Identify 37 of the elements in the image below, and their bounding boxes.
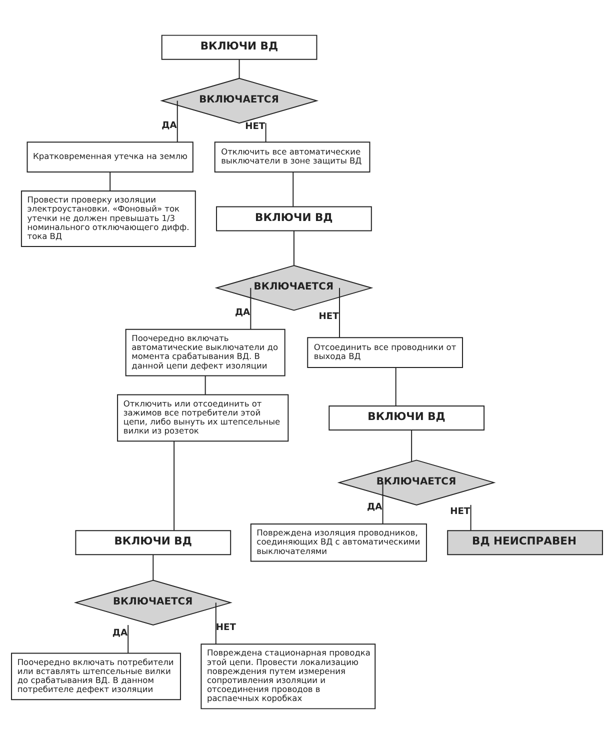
- node-box: ВКЛЮЧИ ВД: [75, 530, 232, 556]
- node-box: Отключить или отсоединить от зажимов все потребители этой цепи, либо вынуть их штепсельные вилки из розеток: [117, 394, 289, 442]
- connector: [411, 430, 412, 462]
- connector: [128, 624, 129, 654]
- edge-label: НЕТ: [318, 312, 339, 322]
- node-box: Повреждена изоляция проводников, соединяющих ВД с автоматическими выключателями: [250, 523, 427, 562]
- node-box: ВКЛЮЧИ ВД: [328, 405, 485, 430]
- connector: [176, 100, 178, 142]
- node-box: Поочередно включать потребители или вставлять штепсельные вилки до срабатывания ВД. В данном потребителе дефект изоляции: [11, 652, 181, 700]
- connector: [174, 440, 175, 532]
- connector: [395, 367, 396, 406]
- connector: [292, 172, 294, 207]
- connector: [339, 287, 340, 338]
- connector: [293, 230, 294, 266]
- connector: [382, 482, 384, 524]
- edge-label: ДА: [234, 308, 250, 318]
- edge-label: НЕТ: [245, 122, 266, 132]
- connector: [265, 122, 266, 143]
- connector: [152, 554, 154, 581]
- node-box: ВД НЕИСПРАВЕН: [447, 530, 603, 556]
- node-box: Повреждена стационарная проводка этой цепи. Провести локализацию повреждения путем измерения сопротивления изоляции и отсоединения проводов в распаечных коробках: [200, 644, 376, 710]
- node-box: Поочередно включать автоматические выключатели до момента срабатывания ВД. В данной цепи дефект изоляции: [125, 328, 286, 376]
- connector: [250, 287, 252, 330]
- node-box: Провести проверку изоляции электроустановки. «Фоновый» ток утечки не должен превышать 1/3 номинального отключающего дифф. тока ВД: [20, 190, 196, 248]
- node-box: Отключить все автоматические выключатели в зоне защиты ВД: [214, 142, 370, 172]
- node-box: Отсоединить все проводники от выхода ВД: [307, 337, 463, 368]
- node-box: ВКЛЮЧИ ВД: [161, 34, 318, 60]
- connector: [215, 602, 216, 645]
- connector: [470, 504, 472, 531]
- connector: [204, 375, 206, 396]
- node-box: Кратковременная утечка на землю: [26, 142, 194, 172]
- edge-label: НЕТ: [450, 507, 470, 518]
- connector: [238, 58, 240, 79]
- node-box: ВКЛЮЧИ ВД: [216, 206, 372, 232]
- edge-label: ДА: [367, 502, 382, 513]
- edge-label: ДА: [112, 628, 128, 639]
- connector: [110, 172, 111, 192]
